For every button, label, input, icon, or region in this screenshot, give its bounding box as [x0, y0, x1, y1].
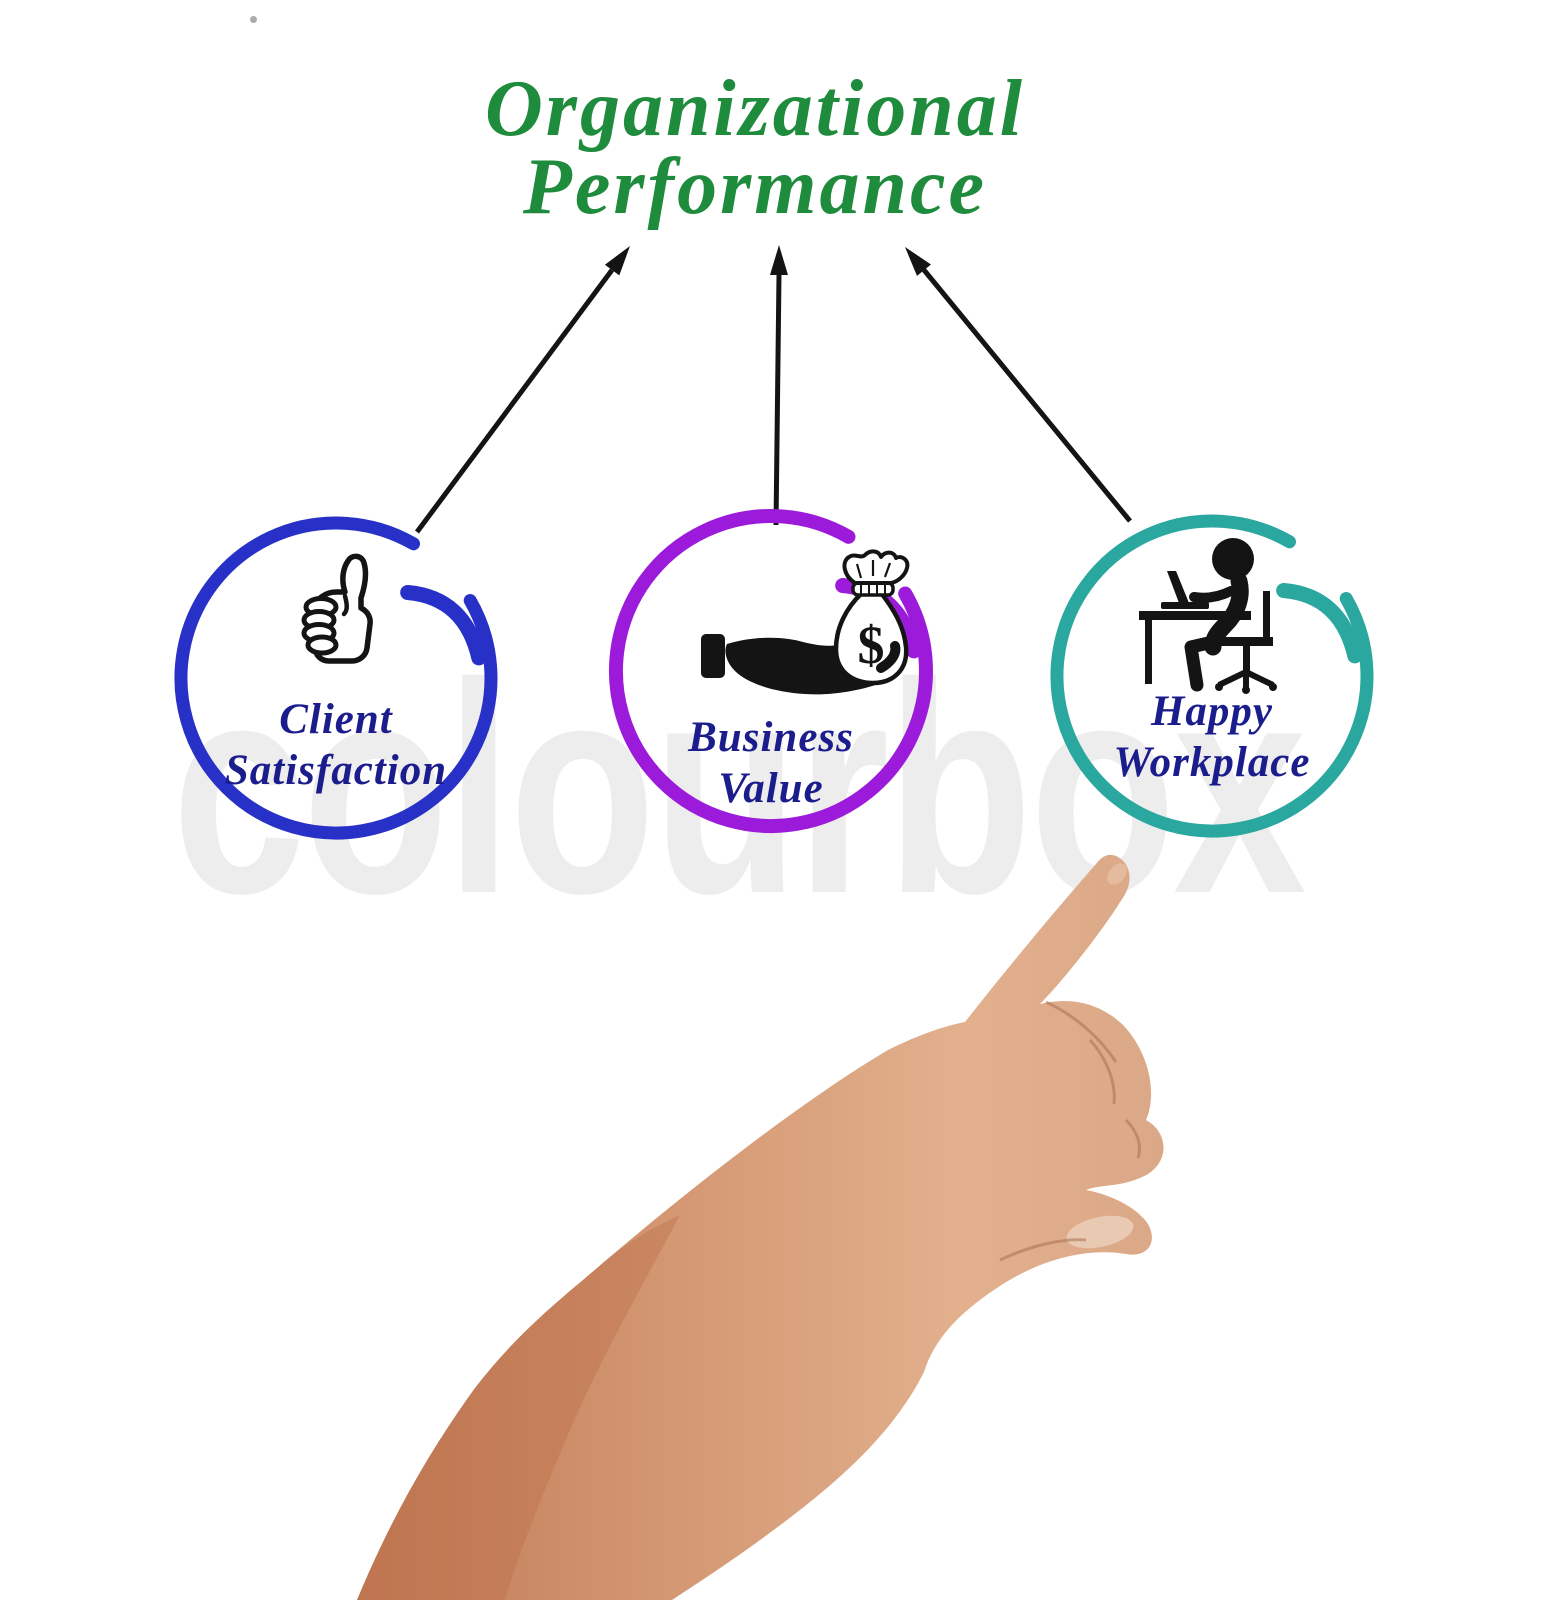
laptop-screen — [1167, 571, 1189, 603]
arrow-line — [922, 268, 1132, 523]
person-leg — [1184, 634, 1224, 692]
circle-stroke — [174, 516, 498, 840]
label-line: Value — [718, 765, 824, 812]
arrow-business-to-title — [770, 245, 788, 526]
label-line: Workplace — [1113, 739, 1311, 786]
person-arm — [1189, 586, 1236, 603]
chair-base — [1217, 669, 1275, 688]
node-happy-workplace — [1050, 514, 1374, 838]
arrow-head — [905, 247, 931, 276]
rope-hatch — [860, 583, 886, 594]
bag-ruffles — [842, 549, 910, 585]
desk-top — [1139, 611, 1251, 620]
arrow-head — [604, 246, 630, 276]
arrows — [414, 245, 1132, 534]
circle-stroke — [1050, 514, 1374, 838]
label-happy-workplace: Happy Workplace — [1042, 686, 1382, 788]
arrow-head — [770, 245, 788, 275]
arrow-workplace-to-title — [905, 247, 1132, 523]
label-line: Business — [688, 714, 854, 761]
brush-hook — [400, 585, 487, 666]
diagram-title: Organizational Performance — [0, 65, 1510, 231]
dust-speck — [250, 16, 257, 23]
circle-stroke — [609, 509, 933, 833]
cuff — [701, 634, 725, 678]
money-in-hand-icon: $ — [701, 549, 910, 695]
label-client-satisfaction: Client Satisfaction — [166, 694, 506, 796]
person-head — [1212, 538, 1254, 580]
label-line: Satisfaction — [224, 747, 448, 794]
label-line: Client — [279, 696, 393, 743]
person-at-desk-icon — [1139, 538, 1277, 694]
chair-stem — [1243, 646, 1250, 672]
thumb-crease — [341, 593, 349, 617]
title-line-2: Performance — [522, 143, 987, 231]
chair-back — [1263, 591, 1270, 639]
ruffle-folds — [855, 560, 892, 579]
brush-hook — [1276, 583, 1363, 664]
label-business-value: Business Value — [601, 712, 941, 814]
title-line-1: Organizational — [485, 65, 1025, 153]
arrow-line — [414, 268, 615, 534]
chair-caster — [1269, 683, 1277, 691]
thumbs-up-icon — [301, 553, 373, 664]
laptop-base — [1161, 602, 1209, 609]
arrow-line — [773, 274, 782, 526]
finger-roll — [305, 634, 339, 656]
node-client-satisfaction — [174, 516, 498, 840]
chair-caster — [1242, 686, 1250, 694]
label-line: Happy — [1150, 688, 1274, 735]
desk-leg — [1145, 620, 1152, 684]
finger-curl — [876, 641, 901, 673]
chair-caster — [1215, 683, 1223, 691]
chair-seat — [1221, 637, 1273, 646]
arrow-client-to-title — [414, 246, 630, 534]
